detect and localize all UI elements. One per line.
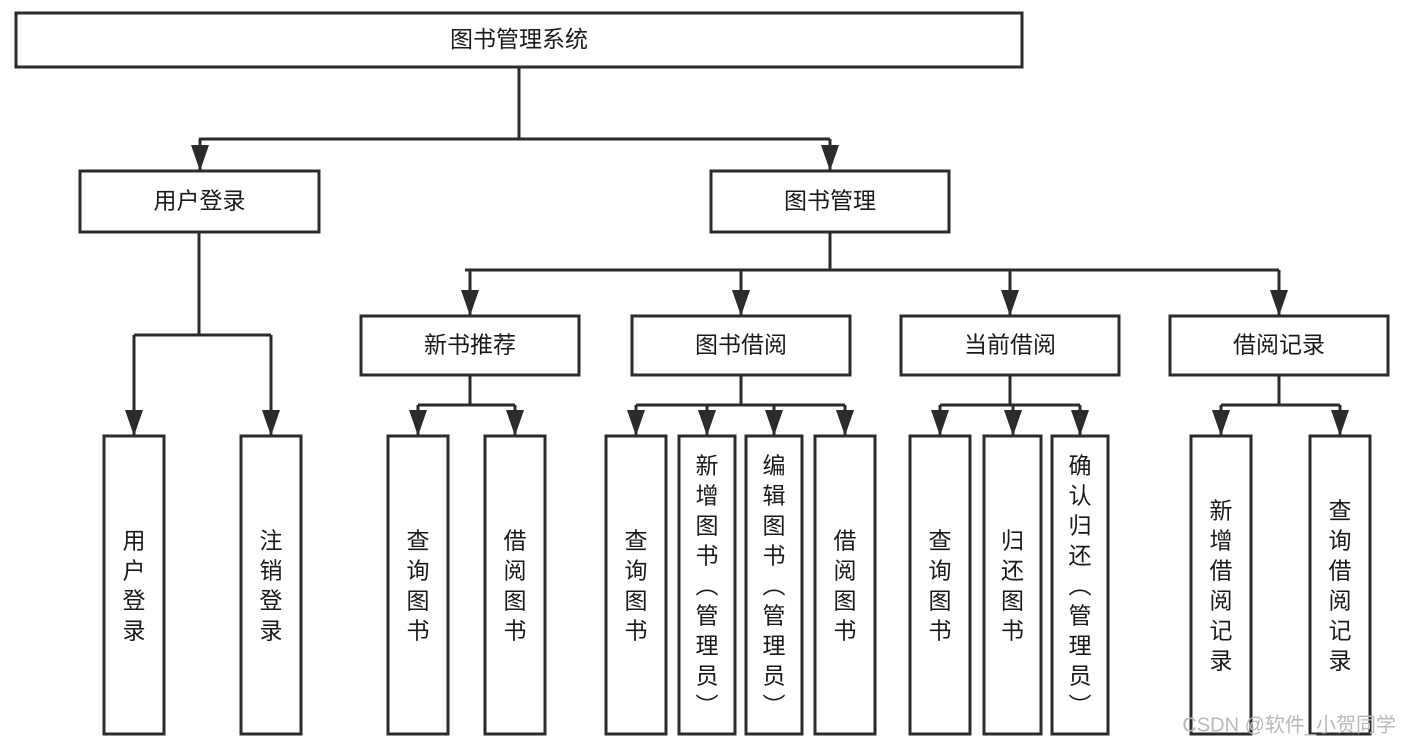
node-leaf-query-book-3[interactable]: 查询图书 bbox=[908, 434, 972, 736]
node-leaf-add-record[interactable]: 新增借阅记录 bbox=[1189, 434, 1253, 736]
arrow-head-icon bbox=[698, 410, 716, 436]
arrow-head-icon bbox=[836, 410, 854, 436]
node-label: 新书推荐 bbox=[424, 332, 516, 358]
arrow-head-icon bbox=[1001, 290, 1019, 316]
node-box[interactable] bbox=[78, 169, 321, 234]
node-leaf-edit-book[interactable]: 编辑图书︵管理员︶ bbox=[744, 434, 804, 736]
node-label: 查询借阅记录 bbox=[1329, 497, 1352, 673]
node-label: 查询图书 bbox=[929, 527, 952, 643]
node-box[interactable] bbox=[709, 169, 951, 234]
node-box[interactable] bbox=[813, 434, 877, 736]
arrow-head-icon bbox=[1331, 410, 1349, 436]
node-label: 图书借阅 bbox=[695, 332, 787, 358]
node-layer: 图书管理系统用户登录图书管理新书推荐图书借阅当前借阅借阅记录用户登录注销登录查询… bbox=[14, 11, 1390, 736]
node-label: 借阅图书 bbox=[834, 527, 857, 643]
node-label: 借阅记录 bbox=[1233, 332, 1325, 358]
node-box[interactable] bbox=[14, 11, 1024, 69]
node-root[interactable]: 图书管理系统 bbox=[14, 11, 1024, 69]
node-leaf-add-book[interactable]: 新增图书︵管理员︶ bbox=[677, 434, 737, 736]
node-current-borrow[interactable]: 当前借阅 bbox=[899, 314, 1121, 377]
node-leaf-query-book-2[interactable]: 查询图书 bbox=[604, 434, 668, 736]
arrow-head-icon bbox=[262, 410, 280, 436]
node-new-book-rec[interactable]: 新书推荐 bbox=[359, 314, 581, 377]
node-leaf-borrow-book-1[interactable]: 借阅图书 bbox=[483, 434, 547, 736]
arrow-head-icon bbox=[765, 410, 783, 436]
node-box[interactable] bbox=[744, 434, 804, 736]
node-label: 查询图书 bbox=[625, 527, 648, 643]
node-book-manage[interactable]: 图书管理 bbox=[709, 169, 951, 234]
node-box[interactable] bbox=[239, 434, 303, 736]
arrow-head-icon bbox=[627, 410, 645, 436]
arrow-head-icon bbox=[125, 410, 143, 436]
node-label: 用户登录 bbox=[123, 527, 146, 643]
node-leaf-logout[interactable]: 注销登录 bbox=[239, 434, 303, 736]
connector-layer bbox=[125, 67, 1349, 436]
node-label: 编辑图书︵管理员︶ bbox=[763, 452, 786, 718]
arrow-head-icon bbox=[931, 410, 949, 436]
node-box[interactable] bbox=[630, 314, 852, 377]
arrow-head-icon bbox=[732, 290, 750, 316]
node-label: 确认归还︵管理员︶ bbox=[1069, 452, 1092, 718]
node-user-login[interactable]: 用户登录 bbox=[78, 169, 321, 234]
arrow-head-icon bbox=[461, 290, 479, 316]
node-leaf-confirm-return[interactable]: 确认归还︵管理员︶ bbox=[1050, 434, 1110, 736]
node-box[interactable] bbox=[1050, 434, 1110, 736]
node-label: 查询图书 bbox=[407, 527, 430, 643]
node-label: 新增图书︵管理员︶ bbox=[696, 452, 719, 718]
node-box[interactable] bbox=[899, 314, 1121, 377]
node-box[interactable] bbox=[1189, 434, 1253, 736]
node-box[interactable] bbox=[102, 434, 166, 736]
node-leaf-user-login[interactable]: 用户登录 bbox=[102, 434, 166, 736]
node-label: 用户登录 bbox=[154, 188, 246, 214]
node-label: 新增借阅记录 bbox=[1210, 497, 1233, 673]
node-leaf-return-book[interactable]: 归还图书 bbox=[982, 434, 1043, 736]
node-label: 归还图书 bbox=[1001, 527, 1024, 643]
arrow-head-icon bbox=[1212, 410, 1230, 436]
node-box[interactable] bbox=[908, 434, 972, 736]
arrow-head-icon bbox=[191, 145, 209, 171]
node-label: 注销登录 bbox=[260, 527, 283, 643]
node-box[interactable] bbox=[604, 434, 668, 736]
arrow-head-icon bbox=[1270, 290, 1288, 316]
node-book-borrow[interactable]: 图书借阅 bbox=[630, 314, 852, 377]
arrow-head-icon bbox=[1004, 410, 1022, 436]
node-box[interactable] bbox=[1308, 434, 1372, 736]
node-leaf-query-book-1[interactable]: 查询图书 bbox=[386, 434, 450, 736]
csdn-watermark: CSDN @软件_小贺同学 bbox=[1182, 713, 1396, 736]
node-box[interactable] bbox=[359, 314, 581, 377]
node-leaf-query-record[interactable]: 查询借阅记录 bbox=[1308, 434, 1372, 736]
node-box[interactable] bbox=[982, 434, 1043, 736]
node-borrow-record[interactable]: 借阅记录 bbox=[1168, 314, 1390, 377]
node-label: 图书管理系统 bbox=[450, 26, 588, 52]
arrow-head-icon bbox=[821, 145, 839, 171]
arrow-head-icon bbox=[409, 410, 427, 436]
arrow-head-icon bbox=[506, 410, 524, 436]
node-leaf-borrow-book-2[interactable]: 借阅图书 bbox=[813, 434, 877, 736]
node-box[interactable] bbox=[483, 434, 547, 736]
node-box[interactable] bbox=[677, 434, 737, 736]
node-label: 当前借阅 bbox=[964, 332, 1056, 358]
node-label: 图书管理 bbox=[784, 188, 876, 214]
node-label: 借阅图书 bbox=[504, 527, 527, 643]
arrow-head-icon bbox=[1071, 410, 1089, 436]
node-box[interactable] bbox=[386, 434, 450, 736]
node-box[interactable] bbox=[1168, 314, 1390, 377]
